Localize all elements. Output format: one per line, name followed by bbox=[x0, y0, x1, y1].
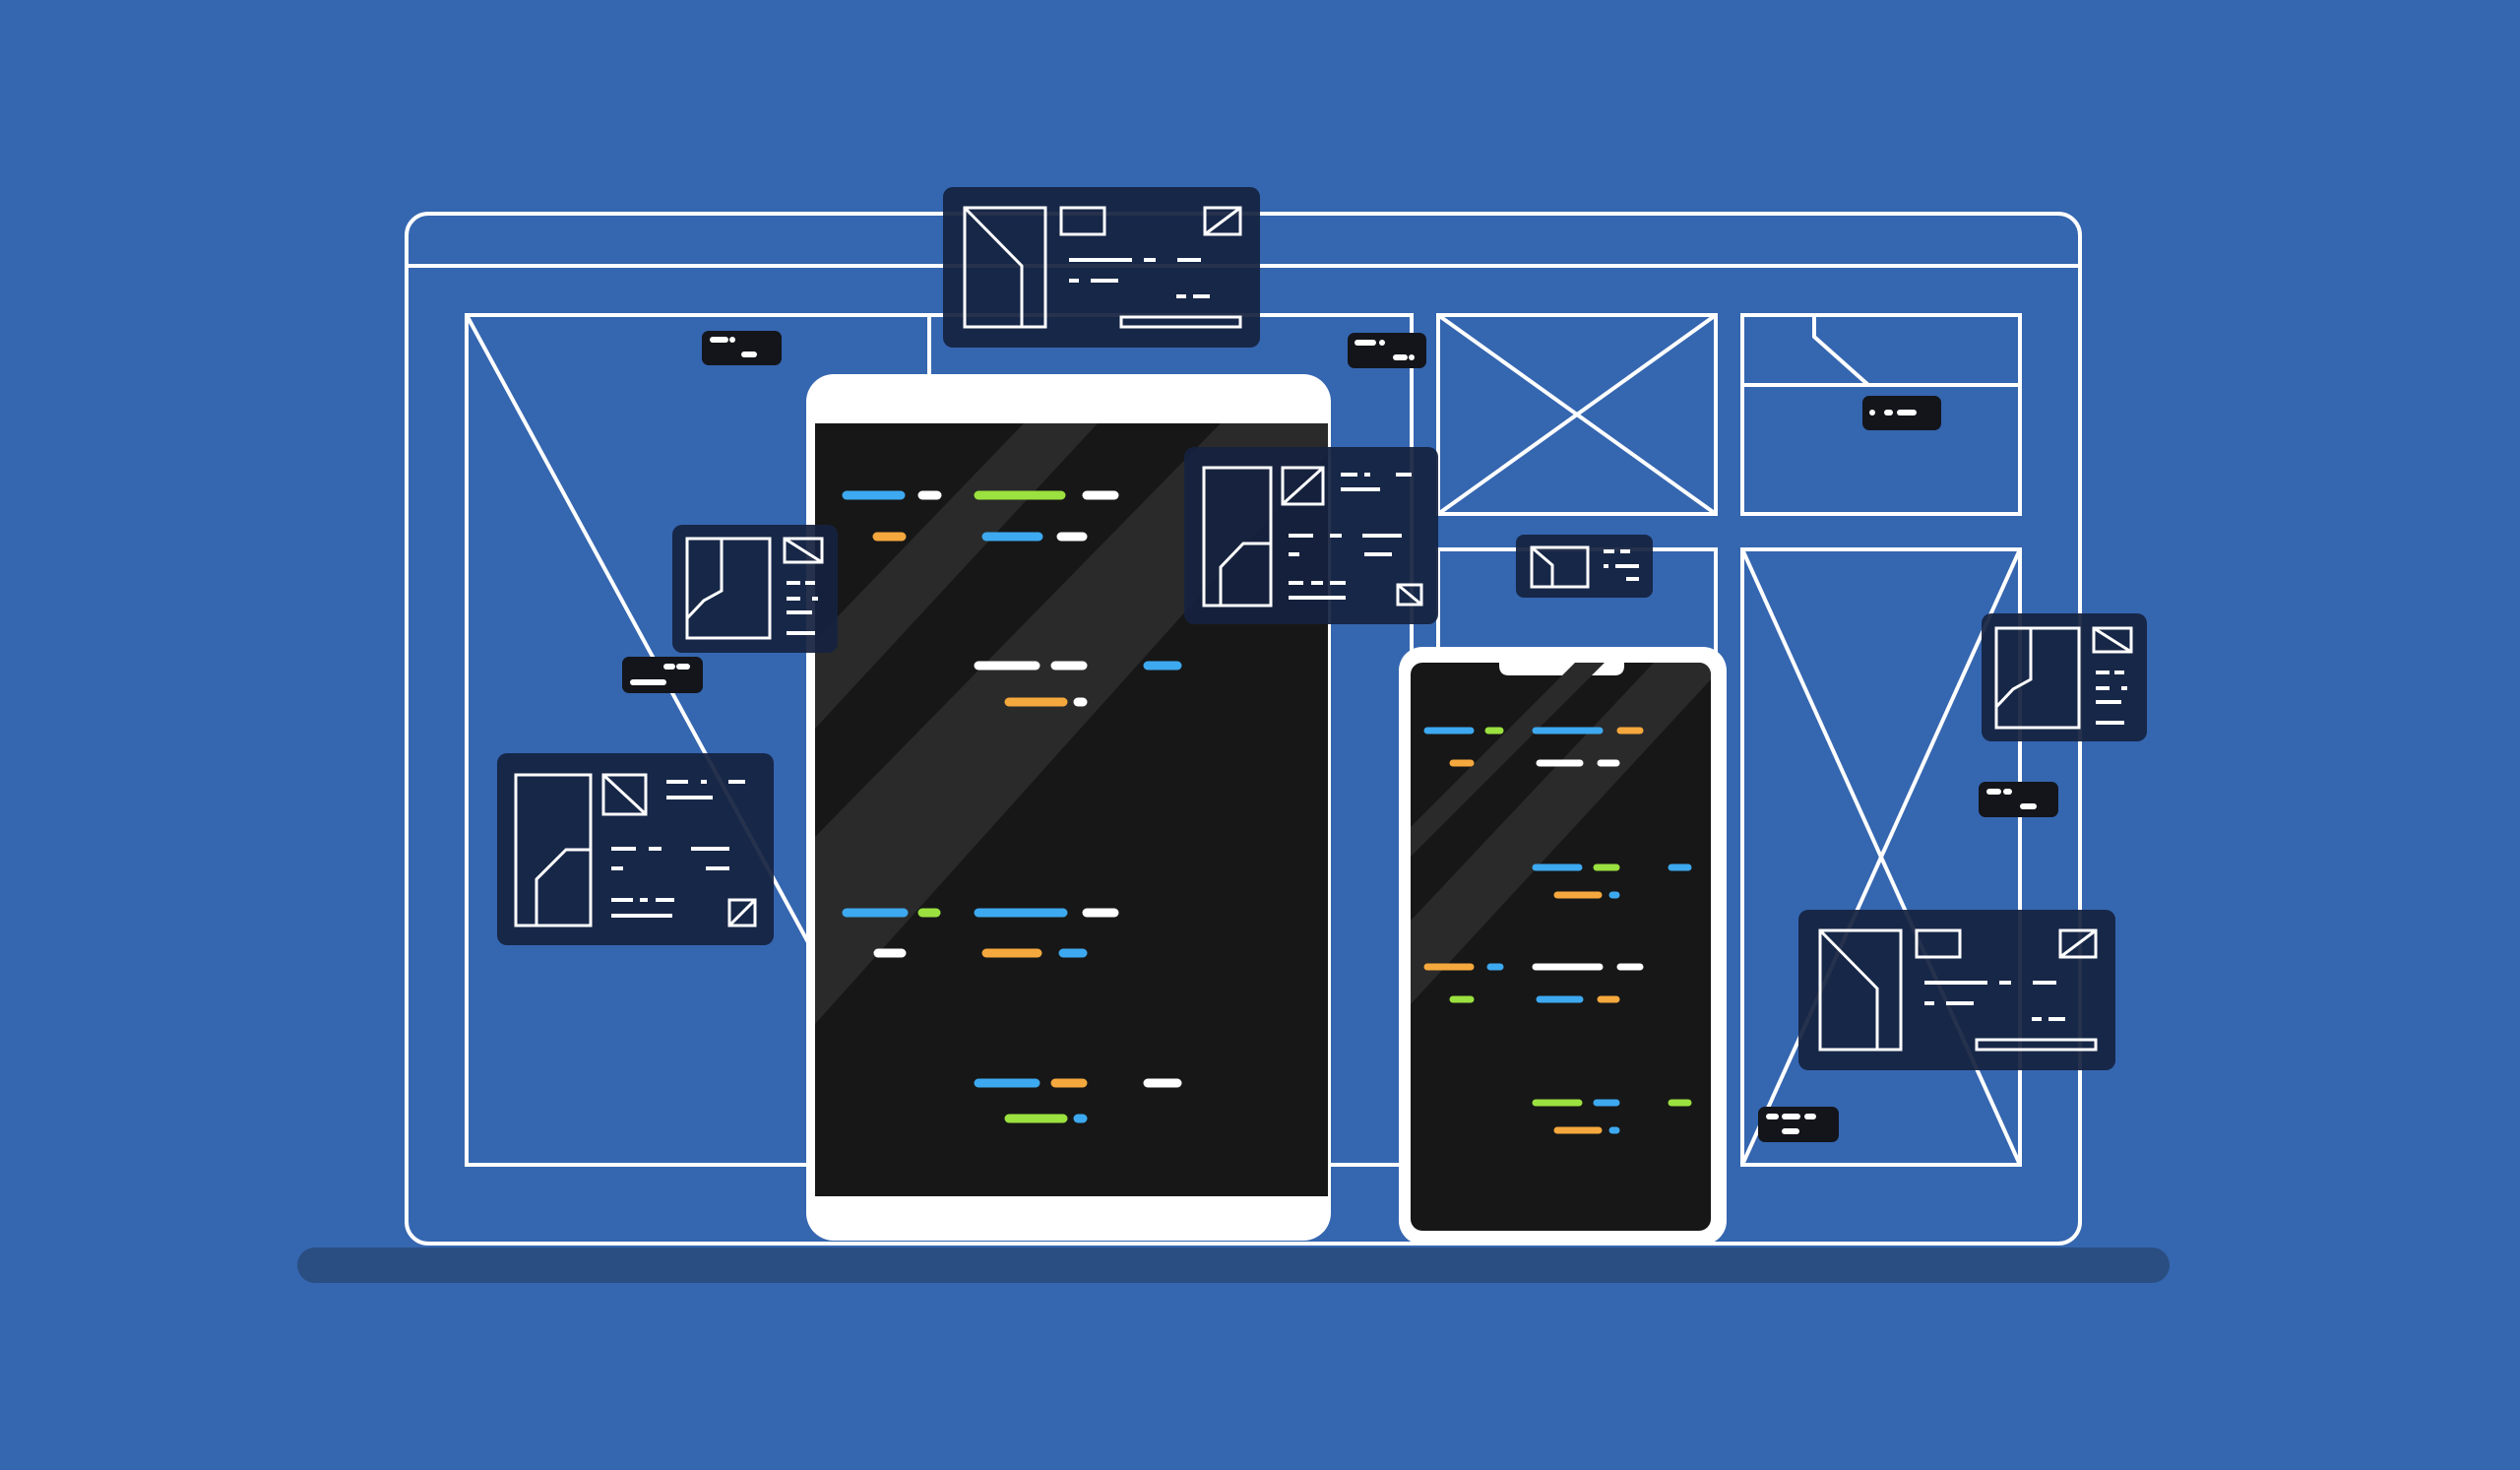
layout-card-big-left bbox=[497, 753, 774, 945]
layout-card-small-right bbox=[1982, 613, 2147, 741]
phone-code-lines bbox=[1423, 727, 1692, 1134]
image-placeholder-top-right bbox=[1436, 313, 1718, 516]
label-tag-6 bbox=[1758, 1107, 1839, 1142]
phone-notch bbox=[1499, 658, 1624, 675]
browser-wireframe bbox=[405, 212, 2082, 1246]
phone-device bbox=[1399, 647, 1727, 1245]
image-placeholder-corner bbox=[1740, 313, 2022, 516]
ground-shadow bbox=[297, 1247, 2170, 1283]
label-tag-3 bbox=[1862, 396, 1941, 430]
phone-glare bbox=[1411, 663, 1711, 1004]
label-tag-1 bbox=[702, 331, 782, 365]
tablet-code-lines bbox=[842, 490, 1182, 1123]
layout-card-top bbox=[943, 187, 1260, 348]
layout-card-bottom-right bbox=[1798, 910, 2115, 1070]
label-tag-2 bbox=[1348, 333, 1426, 368]
label-tag-5 bbox=[1979, 782, 2058, 817]
label-tag-4 bbox=[622, 657, 703, 693]
layout-card-tablet bbox=[1184, 447, 1438, 624]
phone-screen bbox=[1411, 663, 1711, 1231]
layout-card-mini bbox=[1516, 535, 1653, 598]
layout-card-small-left bbox=[672, 525, 838, 653]
